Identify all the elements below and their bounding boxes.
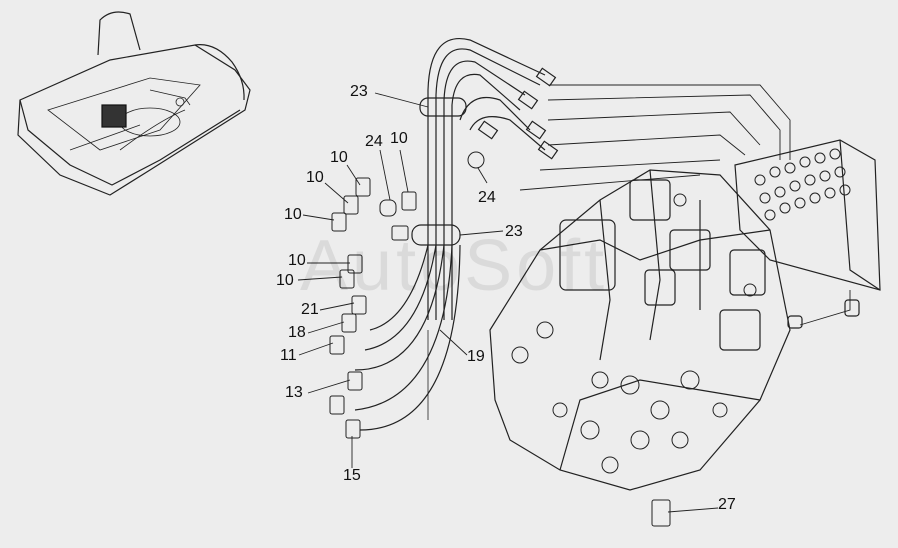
callout-11: 11: [280, 347, 297, 364]
fitting-21: [351, 295, 367, 315]
fitting-18: [341, 313, 357, 333]
callout-18: 18: [288, 324, 306, 341]
callout-24-right: 24: [478, 189, 496, 206]
callout-13: 13: [285, 384, 303, 401]
valve-location-marker: [101, 104, 127, 128]
watermark: AutoSoft: [300, 226, 609, 306]
fitting-10e: [339, 269, 355, 289]
bracket: [391, 225, 409, 241]
fittings: [329, 151, 671, 527]
callout-19: 19: [467, 348, 485, 365]
callout-10-mid: 10: [306, 169, 324, 186]
fitting-15: [345, 419, 361, 439]
callout-10-bottom: 10: [276, 272, 294, 289]
plug-24a: [379, 199, 397, 217]
fitting-10a: [355, 177, 371, 197]
leader-lines: [297, 92, 719, 513]
callout-10-top-right: 10: [390, 130, 408, 147]
callout-23-lower: 23: [505, 223, 523, 240]
callout-21: 21: [301, 301, 319, 318]
inset-vehicle-sketch: [17, 11, 251, 196]
callout-10-lower: 10: [288, 252, 306, 269]
fitting-10d: [347, 254, 363, 274]
hose-bundle: [354, 38, 559, 431]
callout-27: 27: [718, 496, 736, 513]
fitting-27: [651, 499, 671, 527]
callout-10-left: 10: [284, 206, 302, 223]
fitting-10b: [343, 195, 359, 215]
fitting-13b: [329, 395, 345, 415]
callout-15: 15: [343, 467, 361, 484]
plug-24b: [467, 151, 485, 169]
hose-clamp-upper: [419, 97, 467, 117]
callout-24-left: 24: [365, 133, 383, 150]
callout-10-top-left: 10: [330, 149, 348, 166]
fitting-10f: [401, 191, 417, 211]
manifold-block: [734, 139, 881, 329]
fitting-10c: [331, 212, 347, 232]
fitting-13: [347, 371, 363, 391]
fitting-11: [329, 335, 345, 355]
control-valve-body: [489, 169, 791, 491]
callout-23-upper: 23: [350, 83, 368, 100]
routing-lines: [519, 84, 851, 326]
